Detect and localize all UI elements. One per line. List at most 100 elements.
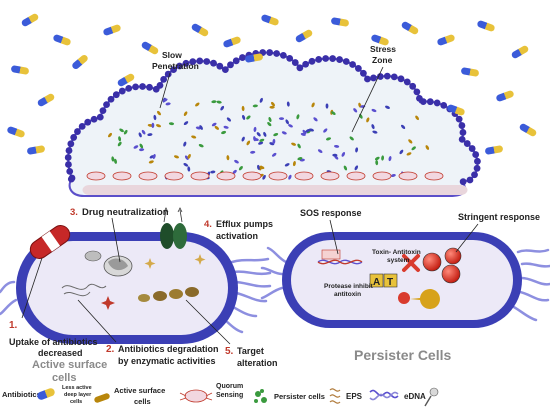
biofilm-cell	[341, 152, 346, 157]
bead	[459, 129, 467, 136]
sparkles	[101, 254, 206, 310]
step-2-line-1: Antibiotics degradation	[118, 344, 219, 354]
antibiotic-capsule	[245, 53, 263, 63]
biofilm-cell	[256, 132, 261, 137]
biofilm-cell	[162, 98, 168, 102]
antibiotic-capsule	[519, 123, 537, 137]
biofilm-cell	[281, 131, 287, 135]
biofilm-cell	[259, 138, 265, 142]
biofilm-cell	[242, 114, 246, 120]
surface-cell	[190, 171, 210, 181]
biofilm-cell	[211, 122, 217, 127]
biofilm-cell	[323, 128, 328, 133]
biofilm-cell	[355, 147, 359, 153]
protease-label-2: antitoxin	[334, 291, 361, 298]
antibiotic-capsule	[261, 14, 279, 26]
ta-letter-t: T	[387, 277, 393, 288]
legend-eps-label: EPS	[346, 392, 363, 401]
biofilm-cell	[221, 130, 227, 135]
arrow-step-2	[77, 299, 117, 343]
biofilm-cell	[223, 125, 229, 129]
bead	[279, 51, 287, 59]
bead	[160, 75, 168, 83]
bead	[65, 147, 73, 154]
legend-persister-ball-icon	[424, 387, 439, 407]
legend-quorum-icon	[254, 389, 267, 403]
legend-eps-icon	[329, 388, 341, 404]
persister-cell: A T SOS response Stringent response Toxi…	[260, 208, 550, 363]
biofilm-cell	[263, 131, 267, 137]
step-4-line-1: Efflux pumps	[216, 219, 273, 229]
biofilm-cell	[331, 111, 336, 116]
antibiotic-capsule	[53, 34, 71, 46]
antibiotic-capsule	[511, 45, 529, 59]
biofilm-cell	[381, 155, 385, 161]
arrow-stress-zone	[351, 66, 384, 133]
antibiotic-capsule	[141, 41, 159, 55]
bead	[266, 49, 274, 56]
biofilm-cell	[220, 105, 225, 111]
antibiotic-capsule	[103, 24, 121, 36]
protease-label-1: Protease inhibit	[324, 283, 374, 290]
step-2-number: 2.	[106, 344, 115, 355]
bead	[107, 95, 115, 103]
biofilm-cell	[353, 108, 358, 113]
bead	[315, 56, 323, 63]
antibiotic-capsule	[11, 65, 29, 75]
biofilm-cell	[374, 156, 380, 161]
bead	[70, 134, 78, 141]
legend-antibiotic-capsule	[37, 388, 55, 400]
biofilm-cell	[226, 117, 232, 122]
antibiotic-capsule	[7, 126, 25, 138]
legend-less-active-2: deep layer	[64, 392, 92, 398]
efflux-pump	[160, 207, 187, 249]
arrow-stringent	[455, 223, 479, 253]
arrow-step-5	[185, 299, 231, 345]
active-cell-caption-2: cells	[52, 372, 76, 384]
biofilm-cell	[210, 170, 216, 174]
stringent-response-granules	[422, 247, 462, 284]
bead	[291, 59, 299, 66]
biofilm-cell	[372, 130, 378, 134]
bead	[463, 140, 471, 147]
bead	[196, 57, 204, 65]
biofilm-cell	[296, 114, 300, 120]
biofilm-cell	[157, 110, 161, 116]
biofilm-cell	[292, 161, 296, 167]
bead	[84, 118, 92, 126]
biofilm-cell	[123, 129, 128, 135]
step-2-line-2: by enzymatic activities	[118, 356, 216, 366]
biofilm-cell	[278, 117, 285, 121]
biofilm-cell	[183, 121, 189, 126]
bead	[66, 167, 74, 175]
bead	[426, 98, 434, 106]
bead	[99, 107, 107, 115]
biofilm-cell	[183, 163, 189, 167]
bead	[170, 66, 177, 73]
biofilm-cell	[375, 160, 379, 166]
legend-edna-label: eDNA	[404, 392, 426, 401]
biofilm-cell	[259, 165, 265, 170]
biofilm-cell	[291, 142, 297, 146]
biofilm-cell	[211, 100, 217, 104]
biofilm-cell	[325, 103, 329, 109]
surface-cell	[164, 171, 184, 181]
biofilm-cell	[425, 145, 430, 150]
bead	[329, 55, 337, 62]
bead	[67, 140, 75, 148]
bead	[474, 157, 481, 165]
biofilm-cell	[272, 138, 276, 145]
biofilm-cell	[250, 150, 256, 154]
free-antibiotic-capsules	[7, 13, 537, 155]
biofilm-cell	[156, 124, 161, 128]
bead	[273, 50, 281, 57]
antibiotic-capsule	[371, 34, 389, 46]
bead	[433, 99, 441, 107]
bead	[210, 59, 217, 67]
step-4-line-2: activation	[216, 231, 258, 241]
bead	[413, 88, 421, 96]
biofilm-inner-cells	[86, 97, 444, 181]
biofilm-cell	[288, 174, 292, 180]
biofilm-cell	[406, 152, 412, 156]
surface-cell	[398, 171, 418, 181]
